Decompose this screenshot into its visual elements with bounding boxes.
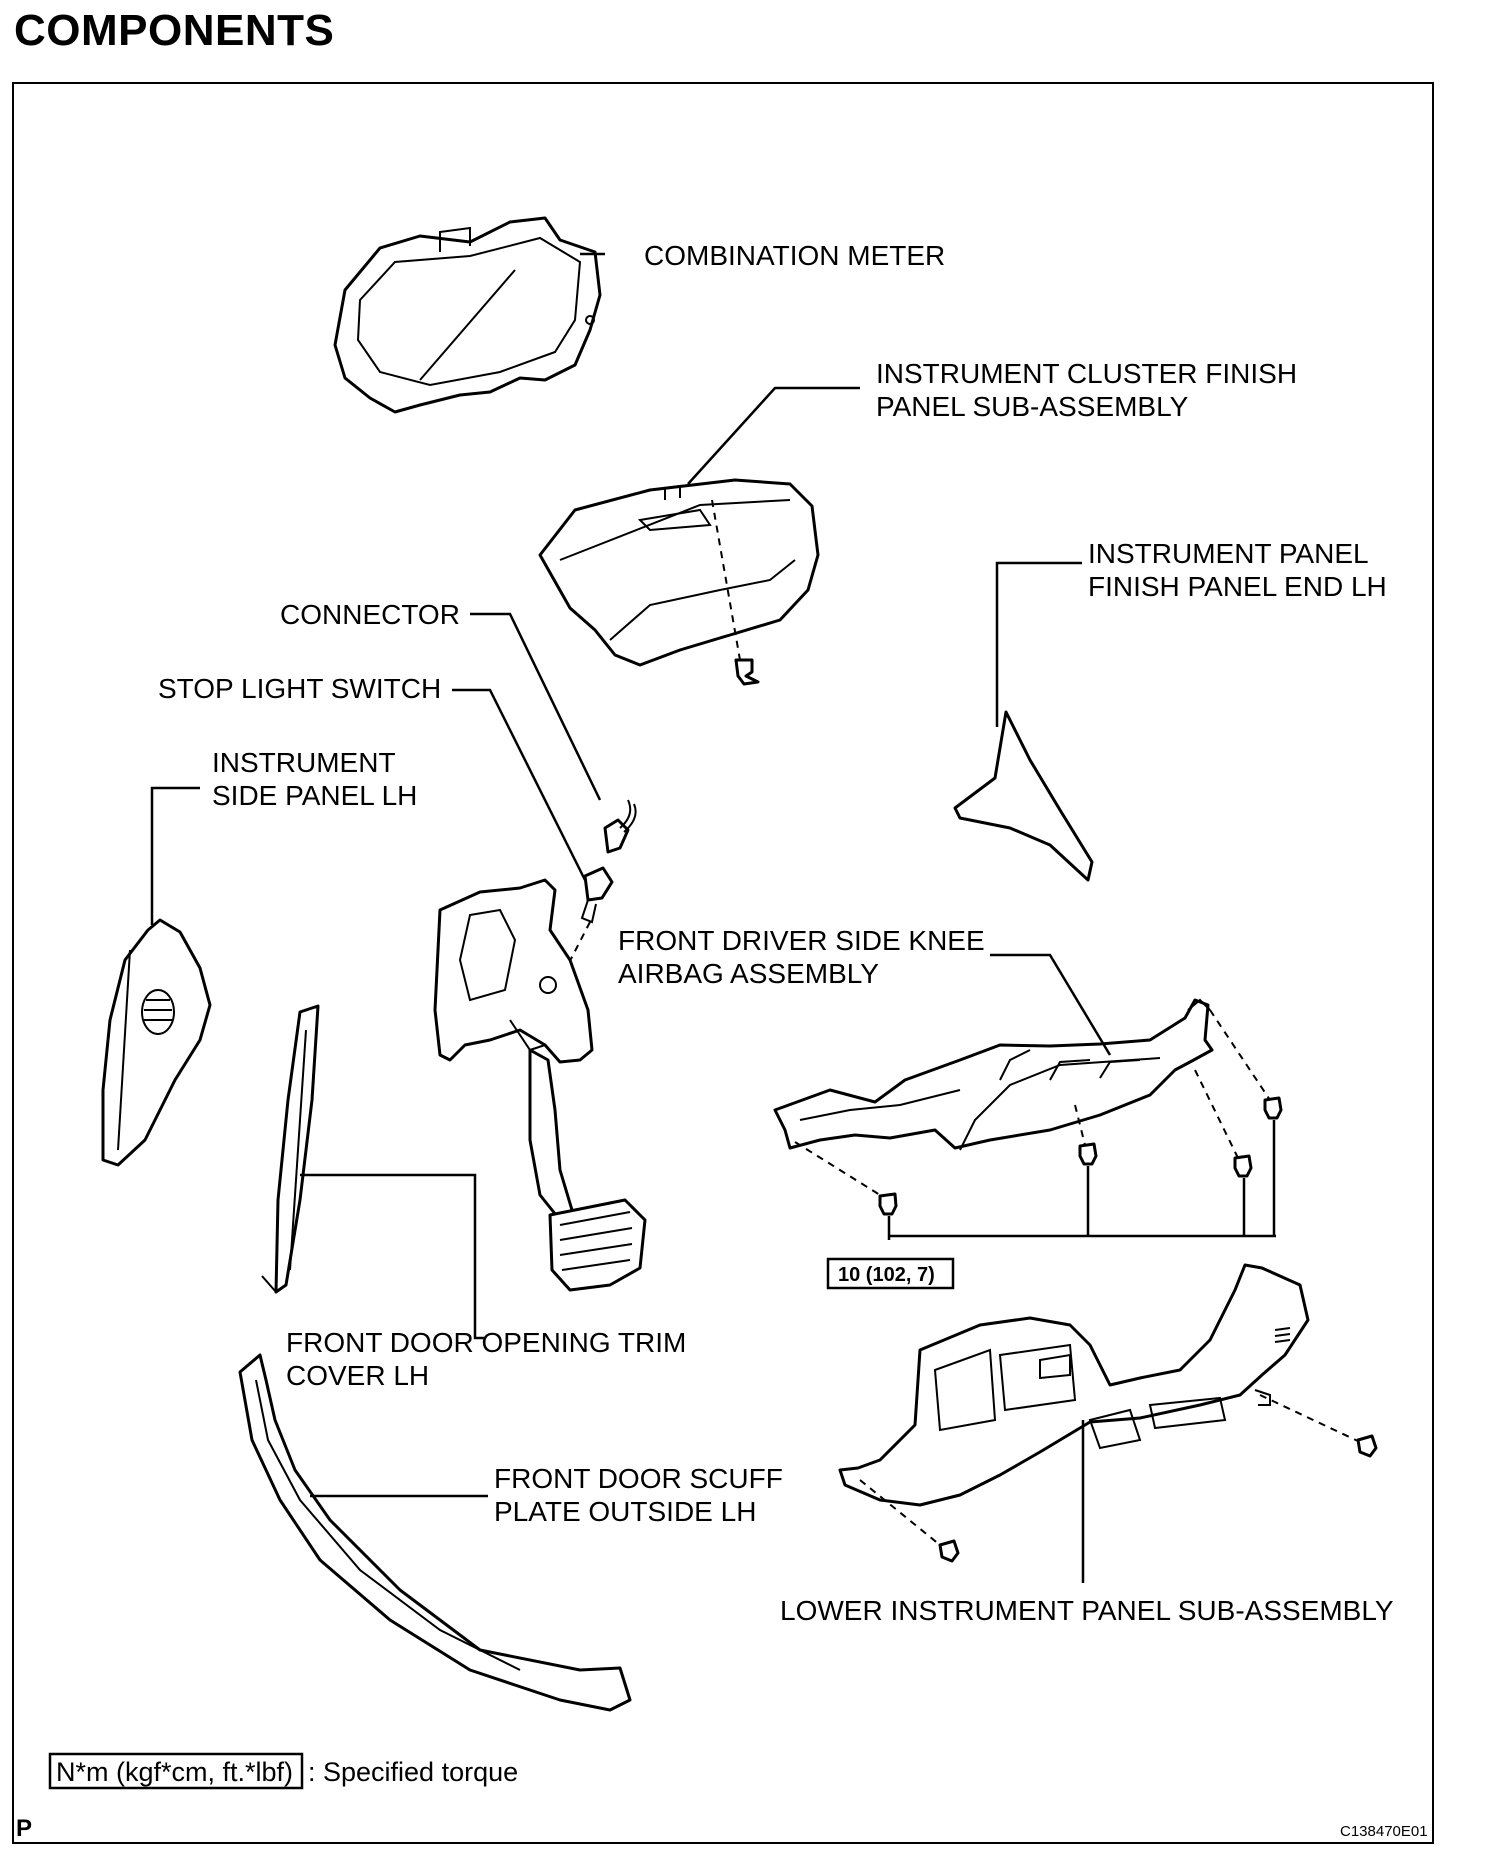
legend-box — [48, 1752, 304, 1790]
stop-light-switch-label: STOP LIGHT SWITCH — [158, 673, 441, 704]
lower-panel-label: LOWER INSTRUMENT PANEL SUB-ASSEMBLY — [780, 1595, 1394, 1626]
knee-airbag-bolt-lines — [794, 1009, 1271, 1196]
knee-airbag-leader — [990, 953, 1112, 1056]
lower-panel-drawing — [838, 1263, 1310, 1507]
connector-drawing — [603, 799, 637, 854]
door-trim-leader — [300, 1173, 484, 1340]
cluster-finish-screw-line — [711, 499, 741, 661]
cluster-finish-label-line2: PANEL SUB-ASSEMBLY — [876, 391, 1189, 422]
connector-leader — [470, 612, 602, 801]
torque-box — [826, 1257, 955, 1290]
panel-end-leader — [995, 561, 1082, 727]
torque-leader-lines — [887, 1120, 1276, 1240]
scuff-plate-label-line1: FRONT DOOR SCUFF — [494, 1463, 783, 1494]
legend-units: N*m (kgf*cm, ft.*lbf) — [56, 1757, 293, 1787]
stop-light-switch-leader — [452, 688, 587, 881]
knee-airbag-drawing — [773, 998, 1214, 1151]
lower-panel-bolt-line-right — [1259, 1394, 1361, 1443]
diagram-frame — [12, 82, 1434, 1844]
scuff-plate-drawing — [238, 1353, 632, 1712]
door-trim-label-line1: FRONT DOOR OPENING TRIM — [286, 1327, 686, 1358]
page-marker: P — [16, 1815, 32, 1842]
cluster-finish-screw-icon — [734, 658, 760, 686]
legend-description: : Specified torque — [308, 1757, 518, 1787]
knee-airbag-label-line1: FRONT DRIVER SIDE KNEE — [618, 925, 985, 956]
combination-meter-drawing — [333, 216, 602, 414]
lower-panel-bolt-line-left — [859, 1479, 941, 1546]
panel-end-label-line2: FINISH PANEL END LH — [1088, 571, 1387, 602]
side-panel-label-line1: INSTRUMENT — [212, 747, 396, 778]
side-panel-label-line2: SIDE PANEL LH — [212, 780, 417, 811]
side-panel-lh-drawing — [101, 918, 212, 1167]
figure-id: C138470E01 — [1340, 1823, 1428, 1840]
stop-light-switch-drawing — [580, 866, 614, 924]
knee-airbag-label-line2: AIRBAG ASSEMBLY — [618, 958, 879, 989]
panel-end-label-line1: INSTRUMENT PANEL — [1088, 538, 1369, 569]
lower-panel-bolt-icon-right — [1356, 1434, 1378, 1458]
panel-end-lh-drawing — [953, 710, 1094, 882]
combination-meter-label: COMBINATION METER — [644, 240, 945, 271]
page-title: COMPONENTS — [14, 6, 335, 55]
cluster-finish-leader — [687, 386, 860, 485]
lower-panel-bolt-icon-left — [938, 1539, 960, 1563]
cluster-finish-panel-drawing — [538, 478, 820, 667]
connector-label: CONNECTOR — [280, 599, 460, 630]
knee-airbag-bolt-icons — [878, 1096, 1283, 1216]
door-trim-cover-drawing — [261, 1004, 320, 1294]
side-panel-leader — [150, 786, 200, 925]
torque-value: 10 (102, 7) — [838, 1264, 935, 1286]
scuff-plate-label-line2: PLATE OUTSIDE LH — [494, 1496, 756, 1527]
cluster-finish-label-line1: INSTRUMENT CLUSTER FINISH — [876, 358, 1297, 389]
brake-pedal-drawing — [433, 878, 647, 1292]
door-trim-label-line2: COVER LH — [286, 1360, 429, 1391]
